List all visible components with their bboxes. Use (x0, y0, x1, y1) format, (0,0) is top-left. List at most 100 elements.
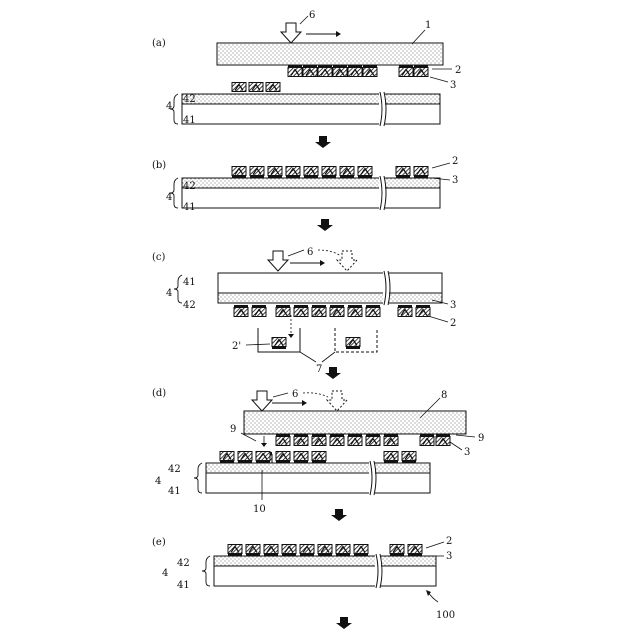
ref-substrate-b: 4 (166, 192, 172, 203)
step-arrow-1 (315, 136, 331, 148)
chip (414, 167, 428, 179)
chip (312, 434, 326, 446)
chip (282, 545, 296, 557)
chip (268, 167, 282, 179)
chip (398, 305, 412, 317)
panel-d: (d) 6 8 9 9 3 4 42 41 10 (152, 388, 484, 515)
panel-e: (e) 2 3 4 42 41 100 (152, 536, 455, 621)
brace (202, 556, 210, 586)
ref-arrow-a: 6 (309, 10, 315, 21)
panel-a-label: (a) (152, 38, 166, 49)
chip (276, 434, 290, 446)
ref-removed-chip-c: 2' (232, 341, 241, 352)
top-layer (182, 178, 440, 188)
chip (312, 305, 326, 317)
ref-gap-d: 10 (253, 504, 266, 515)
ref-adhesive-c: 3 (450, 300, 456, 311)
ref-chip-b: 2 (452, 156, 458, 167)
base-layer (214, 566, 436, 586)
chip (294, 434, 308, 446)
chip (384, 434, 398, 446)
ref-adhesive-b: 3 (452, 175, 458, 186)
chip (249, 83, 263, 92)
chip (390, 545, 404, 557)
chip (340, 167, 354, 179)
ref-base-layer-e: 41 (177, 580, 190, 591)
chip-row-c (234, 305, 430, 317)
ref-substrate-d: 4 (155, 476, 161, 487)
top-layer (206, 463, 430, 473)
panel-e-label: (e) (152, 537, 166, 548)
chip (436, 434, 450, 446)
step-arrow-5 (336, 617, 352, 629)
chip (276, 305, 290, 317)
chip (363, 65, 377, 77)
base-layer (206, 473, 430, 493)
chip (264, 545, 278, 557)
chip (399, 65, 413, 77)
chip-row-d (276, 434, 450, 446)
ref-container-c: 7 (316, 364, 322, 375)
ref-arrow-d: 6 (292, 389, 298, 400)
ref-substrate-e: 4 (162, 568, 168, 579)
chip (272, 338, 286, 350)
ref-right-chip-d: 9 (478, 433, 484, 444)
carrier-film-d (244, 411, 466, 434)
chip (318, 65, 332, 77)
chip (294, 305, 308, 317)
step-arrow-2 (317, 219, 333, 231)
brace (174, 275, 182, 303)
chip (330, 305, 344, 317)
ref-base-layer-a: 41 (183, 115, 196, 126)
ref-adhesive-d: 3 (464, 447, 470, 458)
chip (414, 65, 428, 77)
chip (358, 167, 372, 179)
ref-product-e: 100 (436, 610, 455, 621)
base-layer (182, 104, 440, 124)
substrate-b (170, 176, 440, 210)
panel-b: (b) 2 3 4 42 41 (152, 156, 458, 213)
ref-top-layer-b: 42 (183, 181, 196, 192)
chip (303, 65, 317, 77)
chip (384, 452, 398, 464)
panel-c: (c) 6 2' 7 4 41 42 3 2 (152, 247, 456, 375)
chip (336, 545, 350, 557)
ref-substrate-c: 4 (166, 288, 172, 299)
ref-top-layer-e: 42 (177, 558, 190, 569)
step-arrow-3 (325, 367, 341, 379)
ref-top-layer-a: 42 (183, 94, 196, 105)
chip (228, 545, 242, 557)
chip (312, 452, 326, 464)
chip (348, 434, 362, 446)
chip (294, 452, 308, 464)
chip (348, 305, 362, 317)
chip (396, 167, 410, 179)
ref-base-layer-b: 41 (183, 202, 196, 213)
top-layer (182, 94, 440, 104)
removed-chips-c (272, 338, 360, 350)
chip (252, 305, 266, 317)
ref-arrow-c: 6 (307, 247, 313, 258)
substrate-c (174, 271, 442, 305)
chip (408, 545, 422, 557)
chip (288, 65, 302, 77)
ref-base-layer-c: 42 (183, 300, 196, 311)
ref-chip-a: 2 (455, 65, 461, 76)
panel-b-label: (b) (152, 160, 166, 171)
ref-chip-e: 2 (446, 536, 452, 547)
chip (246, 545, 260, 557)
step-arrow-4 (331, 509, 347, 521)
panel-d-label: (d) (152, 388, 166, 399)
ref-left-chip-d: 9 (230, 424, 236, 435)
chip (366, 305, 380, 317)
chip (420, 434, 434, 446)
ref-adhesive-e: 3 (446, 551, 452, 562)
panel-a: (a) 6 1 2 3 4 42 41 (152, 10, 461, 126)
substrate-e (202, 554, 436, 588)
ref-top-layer-d: 42 (168, 464, 181, 475)
panel-c-label: (c) (152, 252, 166, 263)
push-arrow-d (252, 391, 347, 411)
chip (330, 434, 344, 446)
carrier-film-a (217, 43, 443, 65)
